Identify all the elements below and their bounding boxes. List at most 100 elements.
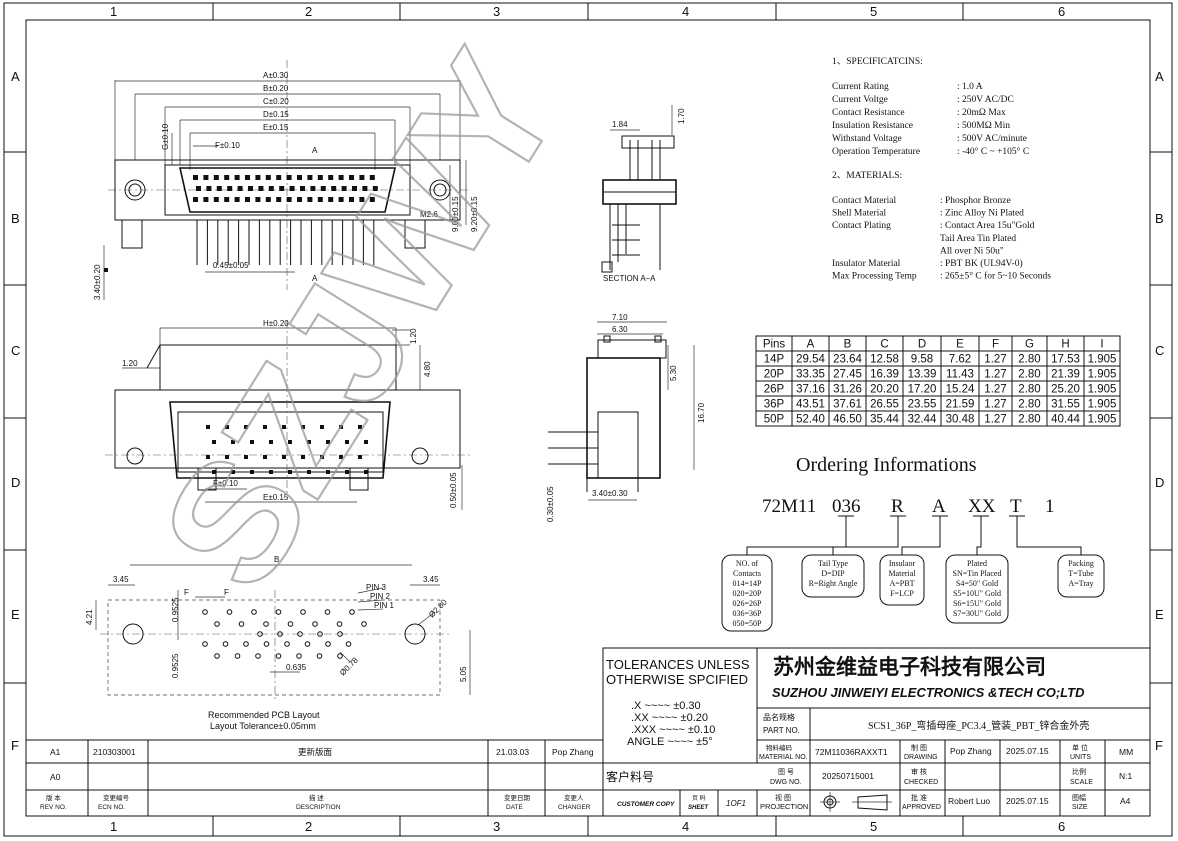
- dim-hole-0-78: Ø0.78: [338, 655, 360, 677]
- front-view-pins: [206, 425, 368, 474]
- pin: [265, 197, 271, 202]
- pin: [276, 197, 282, 202]
- table-cell: 1.27: [984, 399, 1006, 411]
- table-cell: 21.59: [946, 399, 975, 411]
- order-option-text: A=PBT: [890, 579, 915, 588]
- pcb-hole: [361, 621, 367, 627]
- hdr-changer-cn: 变更人: [564, 793, 584, 802]
- hdr-rev: REV NO.: [40, 804, 67, 811]
- dim-1-20-right: 1.20: [409, 328, 418, 344]
- dim-pcb-f2: F: [224, 588, 229, 597]
- table-cell: 2.80: [1018, 369, 1040, 381]
- col-label-top: 4: [682, 4, 689, 19]
- tolerance-line-2: OTHERWISE SPCIFIED: [606, 672, 748, 687]
- material-key: Shell Material: [832, 209, 886, 219]
- pin: [317, 175, 323, 180]
- hdr-rev-cn: 版 本: [46, 793, 61, 802]
- title-block: TOLERANCES UNLESS OTHERWISE SPCIFIED .X …: [602, 647, 1151, 817]
- row-label-left: A: [11, 69, 20, 84]
- dim-0-635: 0.635: [286, 663, 307, 672]
- pin: [372, 186, 378, 191]
- contact-hole: [269, 440, 273, 444]
- material-value: : Phosphor Bronze: [940, 196, 1011, 206]
- watermark: SZJWY: [124, 21, 598, 621]
- contact-hole: [206, 455, 210, 459]
- spec-key: Current Voltge: [832, 95, 888, 105]
- pin: [206, 186, 212, 191]
- order-code-part: R: [891, 496, 904, 517]
- contact-hole: [307, 440, 311, 444]
- order-option-text: 036=36P: [733, 609, 763, 618]
- contact-hole: [250, 440, 254, 444]
- order-option-box: [801, 554, 865, 598]
- table-cell: 2.80: [1018, 354, 1040, 366]
- pin: [234, 175, 240, 180]
- row-label-right: B: [1155, 211, 1164, 226]
- hdr-changer: CHANGER: [558, 804, 591, 811]
- spec-key: Operation Temperature: [832, 147, 920, 157]
- table-cell: 13.39: [908, 369, 937, 381]
- drawing-label-cn: 制 图: [911, 743, 927, 752]
- dim-0-50: 0.50±0.05: [449, 472, 458, 508]
- material-value: : Zinc Alloy Ni Plated: [940, 209, 1024, 219]
- pcb-hole: [312, 621, 318, 627]
- order-option-text: NO. of: [736, 559, 759, 568]
- pin: [286, 197, 292, 202]
- pin: [310, 186, 316, 191]
- row-label-left: F: [11, 738, 19, 753]
- units-label-cn: 单 位: [1072, 743, 1088, 752]
- sheet-label-cn: 页 码: [692, 794, 706, 802]
- table-header: E: [956, 339, 964, 351]
- pin: [245, 197, 250, 202]
- contact-hole: [206, 425, 210, 429]
- section-mark-a-top: A: [312, 146, 318, 155]
- pin1-label: PIN 1: [374, 601, 395, 610]
- table-cell: 40.44: [1051, 414, 1080, 426]
- dim-4-21: 4.21: [85, 609, 94, 625]
- contact-hole: [225, 425, 229, 429]
- pin: [276, 175, 282, 180]
- pin: [224, 175, 230, 180]
- table-cell: 1.27: [984, 384, 1006, 396]
- sheet-label: SHEET: [688, 805, 709, 811]
- order-code-part: 036: [832, 496, 861, 517]
- pin: [338, 175, 344, 180]
- contact-hole: [263, 425, 267, 429]
- table-cell: 30.48: [946, 414, 975, 426]
- pcb-hole: [263, 641, 270, 647]
- hdr-ecn-cn: 变更编号: [103, 793, 130, 802]
- table-header: A: [807, 339, 815, 351]
- table-cell: 29.54: [796, 354, 825, 366]
- units-label: UNITS: [1070, 754, 1091, 761]
- order-option-text: T=Tube: [1068, 569, 1094, 578]
- table-cell: 11.43: [946, 369, 974, 381]
- pin: [307, 197, 313, 202]
- pin: [237, 186, 243, 191]
- customer-copy: CUSTOMER COPY: [617, 801, 675, 808]
- table-cell: 1.905: [1088, 399, 1117, 411]
- col-label-bottom: 2: [305, 819, 312, 834]
- table-header: Pins: [763, 339, 786, 351]
- pcb-hole: [324, 609, 331, 615]
- pin: [328, 197, 334, 202]
- size-label: SIZE: [1072, 804, 1088, 811]
- order-option-text: S5=10U" Gold: [953, 589, 1001, 598]
- table-cell: 1.27: [984, 369, 1006, 381]
- spec-value: : 500V AC/minute: [957, 134, 1027, 144]
- approve-date: 2025.07.15: [1006, 796, 1049, 806]
- dim-pitch: 0.45±0.05: [213, 261, 249, 270]
- pin: [297, 175, 302, 180]
- pin: [349, 197, 354, 202]
- front-view-dims: H±0.20 1.20 1.20 4.80 F±0.10 E±0.15 0.50…: [122, 319, 458, 508]
- contact-hole: [307, 470, 311, 474]
- pcb-hole: [243, 641, 249, 647]
- pin: [369, 197, 375, 202]
- pcb-hole: [287, 621, 294, 627]
- dim-6-30: 6.30: [612, 325, 628, 334]
- table-cell: 17.53: [1051, 354, 1080, 366]
- customer-label: 客户料号: [606, 769, 654, 784]
- dim-m2-6: M2.6: [420, 210, 438, 219]
- pcb-hole: [275, 609, 282, 615]
